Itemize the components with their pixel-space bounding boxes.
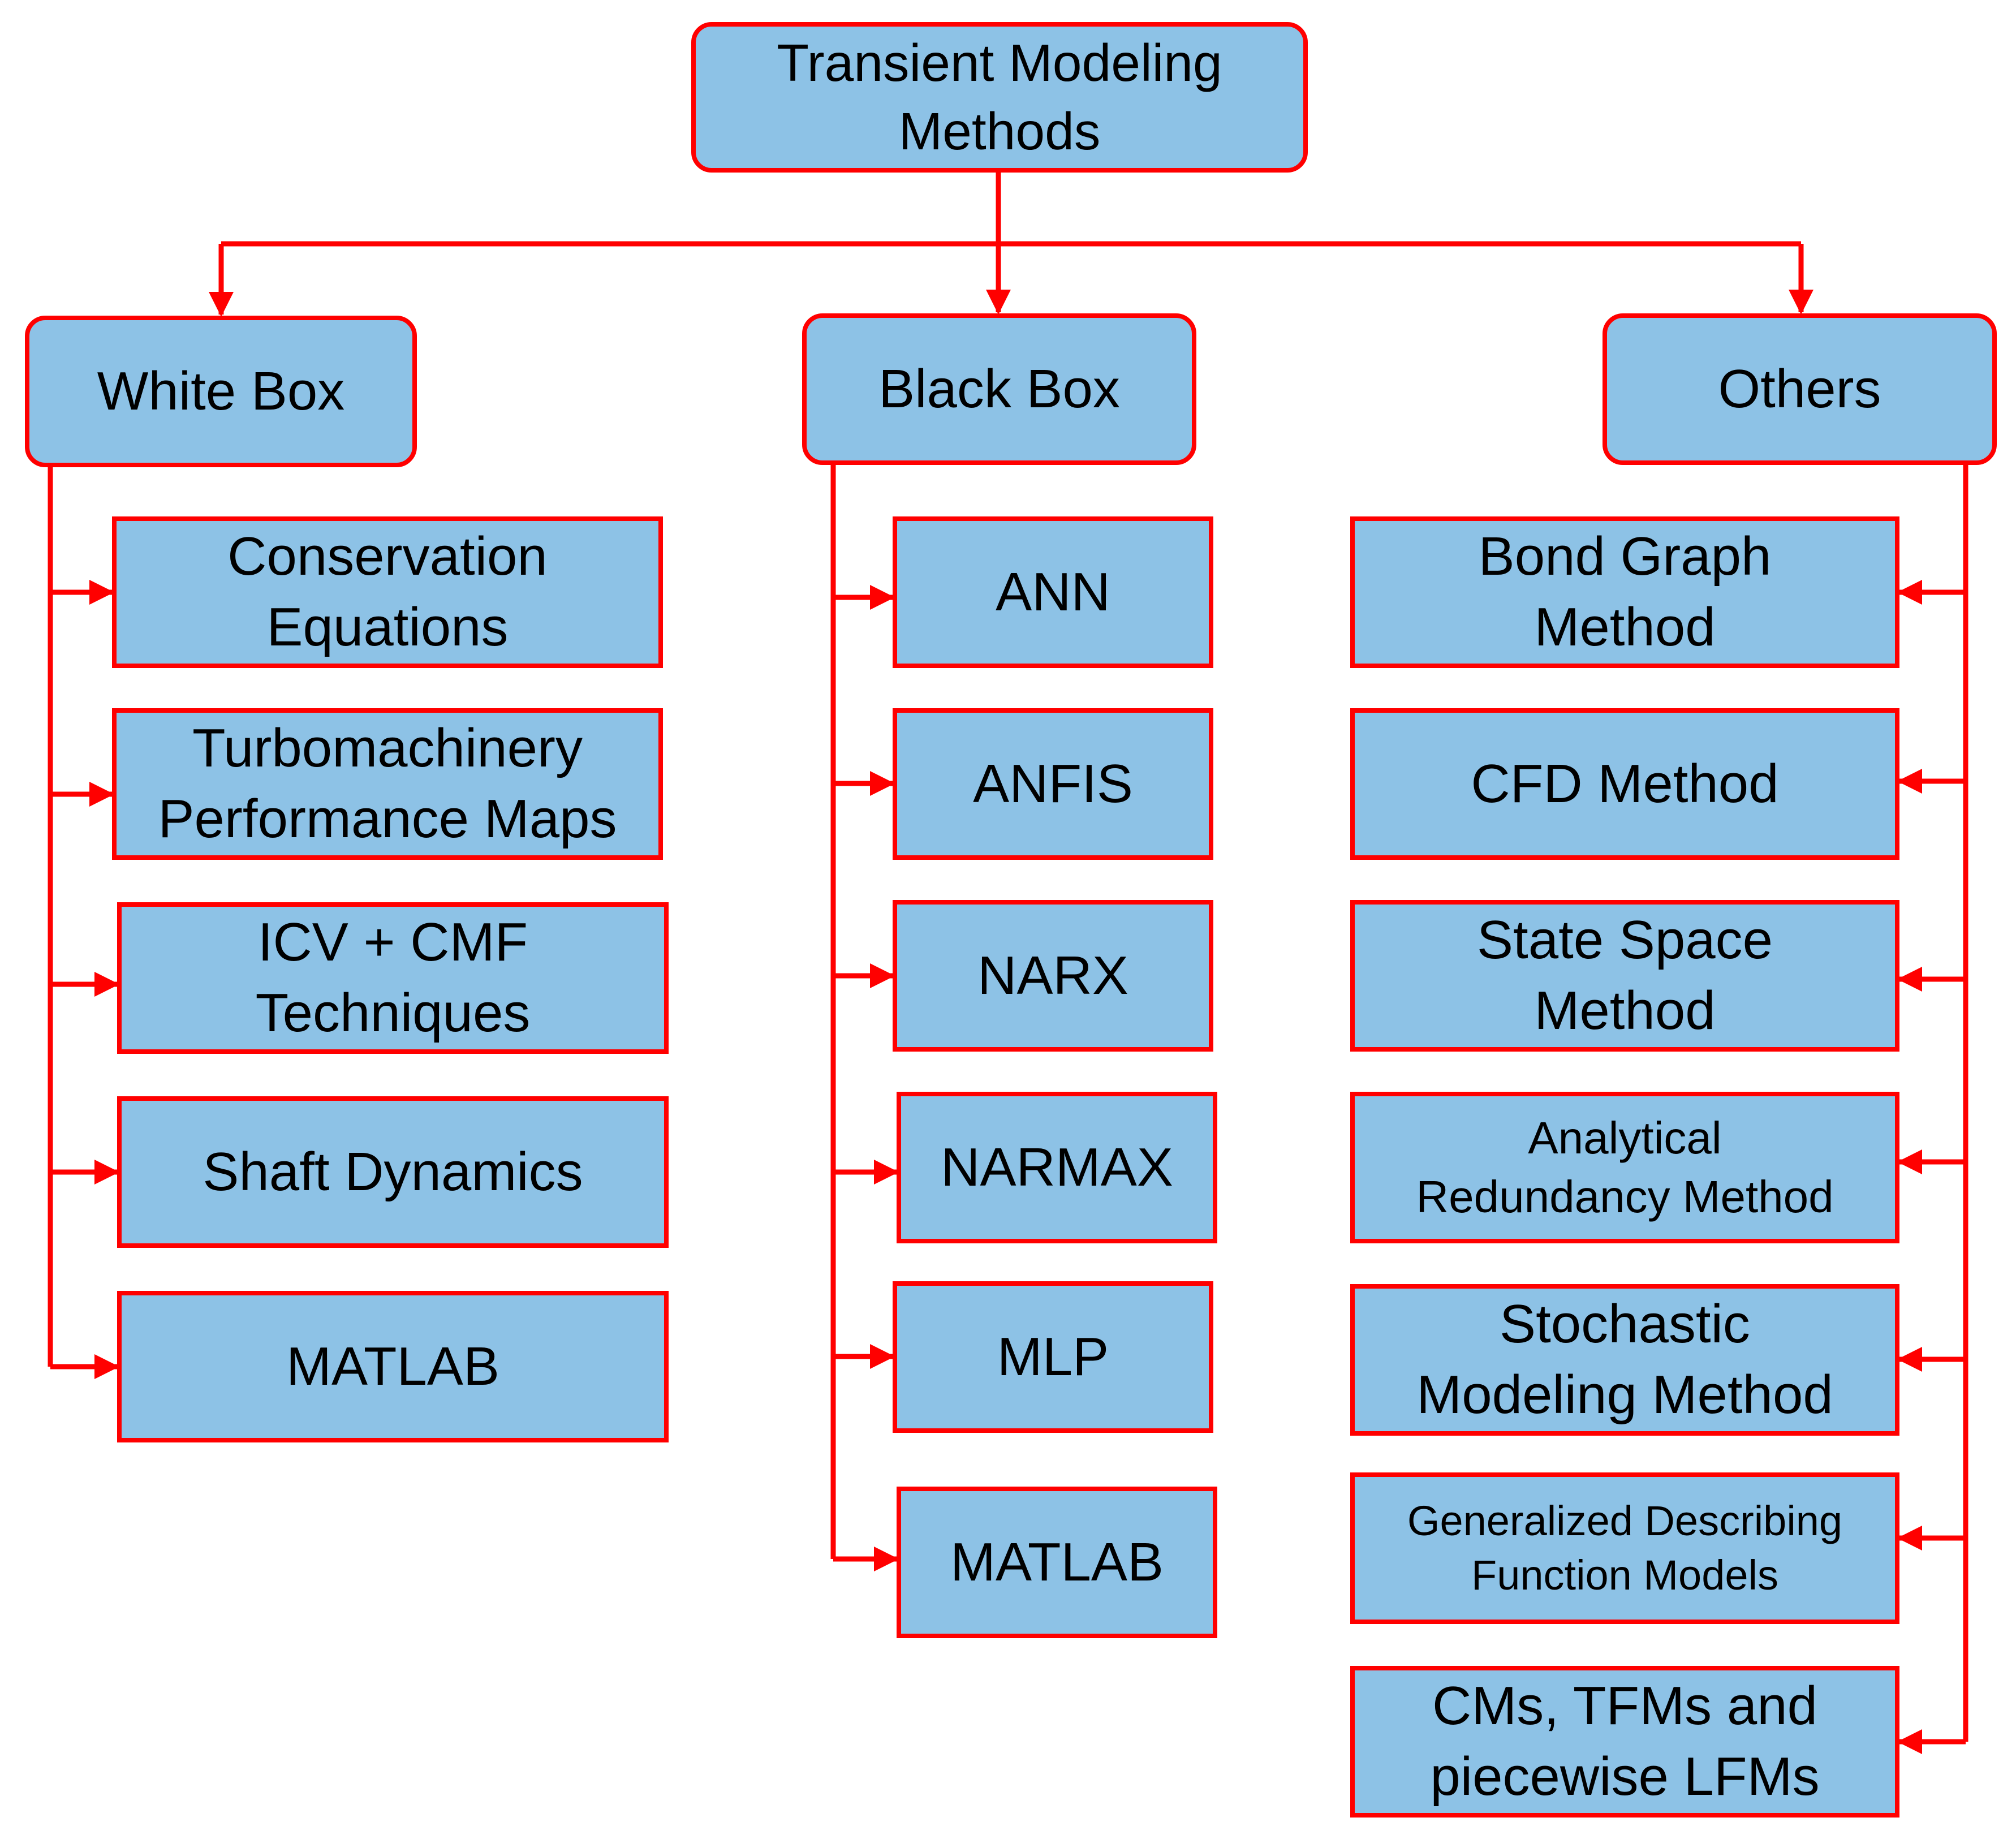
item-label: ICV + CMF Techniques [255, 912, 531, 1043]
item-label: NARMAX [941, 1136, 1173, 1198]
black-item-narmax: NARMAX [897, 1092, 1217, 1243]
item-label: MATLAB [286, 1336, 499, 1397]
black-item-anfis: ANFIS [893, 708, 1213, 860]
item-label: CMs, TFMs and piecewise LFMs [1430, 1676, 1820, 1807]
white-item-matlab: MATLAB [117, 1291, 669, 1442]
black-item-ann: ANN [893, 516, 1213, 668]
others-item-state-space: State Space Method [1350, 900, 1899, 1052]
item-label: Turbomachinery Performance Maps [158, 718, 617, 849]
black-box-connectors [830, 465, 899, 1571]
white-item-shaft-dynamics: Shaft Dynamics [117, 1096, 669, 1248]
others-item-cfd: CFD Method [1350, 708, 1899, 860]
item-label: Bond Graph Method [1478, 526, 1772, 657]
others-item-stochastic: Stochastic Modeling Method [1350, 1284, 1899, 1436]
white-box-label: White Box [97, 360, 345, 421]
item-label: MATLAB [950, 1531, 1164, 1592]
others-item-bond-graph: Bond Graph Method [1350, 516, 1899, 668]
item-label: CFD Method [1471, 753, 1779, 814]
item-label: Generalized Describing Function Models [1407, 1497, 1843, 1599]
item-label: State Space Method [1476, 910, 1773, 1041]
others-item-generalized-describing: Generalized Describing Function Models [1350, 1472, 1899, 1624]
others-connectors [1897, 465, 1968, 1754]
root-label: Transient Modeling Methods [777, 33, 1222, 161]
item-label: NARX [977, 945, 1128, 1006]
others-label: Others [1718, 358, 1881, 419]
item-label: Shaft Dynamics [203, 1141, 583, 1202]
black-box-label: Black Box [878, 358, 1120, 419]
white-box-connectors [48, 467, 119, 1379]
item-label: Conservation Equations [227, 526, 548, 657]
item-label: Analytical Redundancy Method [1416, 1113, 1834, 1222]
category-white-box: White Box [25, 316, 417, 467]
category-black-box: Black Box [802, 313, 1196, 465]
root-node: Transient Modeling Methods [691, 22, 1308, 173]
black-item-matlab: MATLAB [897, 1487, 1217, 1638]
white-item-icv-cmf: ICV + CMF Techniques [117, 902, 669, 1054]
item-label: ANFIS [973, 753, 1133, 814]
category-others: Others [1603, 313, 1997, 465]
black-item-narx: NARX [893, 900, 1213, 1052]
item-label: Stochastic Modeling Method [1416, 1294, 1833, 1425]
others-item-analytical-redundancy: Analytical Redundancy Method [1350, 1092, 1899, 1243]
black-item-mlp: MLP [893, 1281, 1213, 1433]
others-item-cms-tfms: CMs, TFMs and piecewise LFMs [1350, 1666, 1899, 1818]
root-connectors [209, 173, 1813, 317]
item-label: MLP [997, 1326, 1109, 1387]
item-label: ANN [996, 561, 1110, 622]
white-item-turbomachinery-maps: Turbomachinery Performance Maps [112, 708, 663, 860]
white-item-conservation-equations: Conservation Equations [112, 516, 663, 668]
